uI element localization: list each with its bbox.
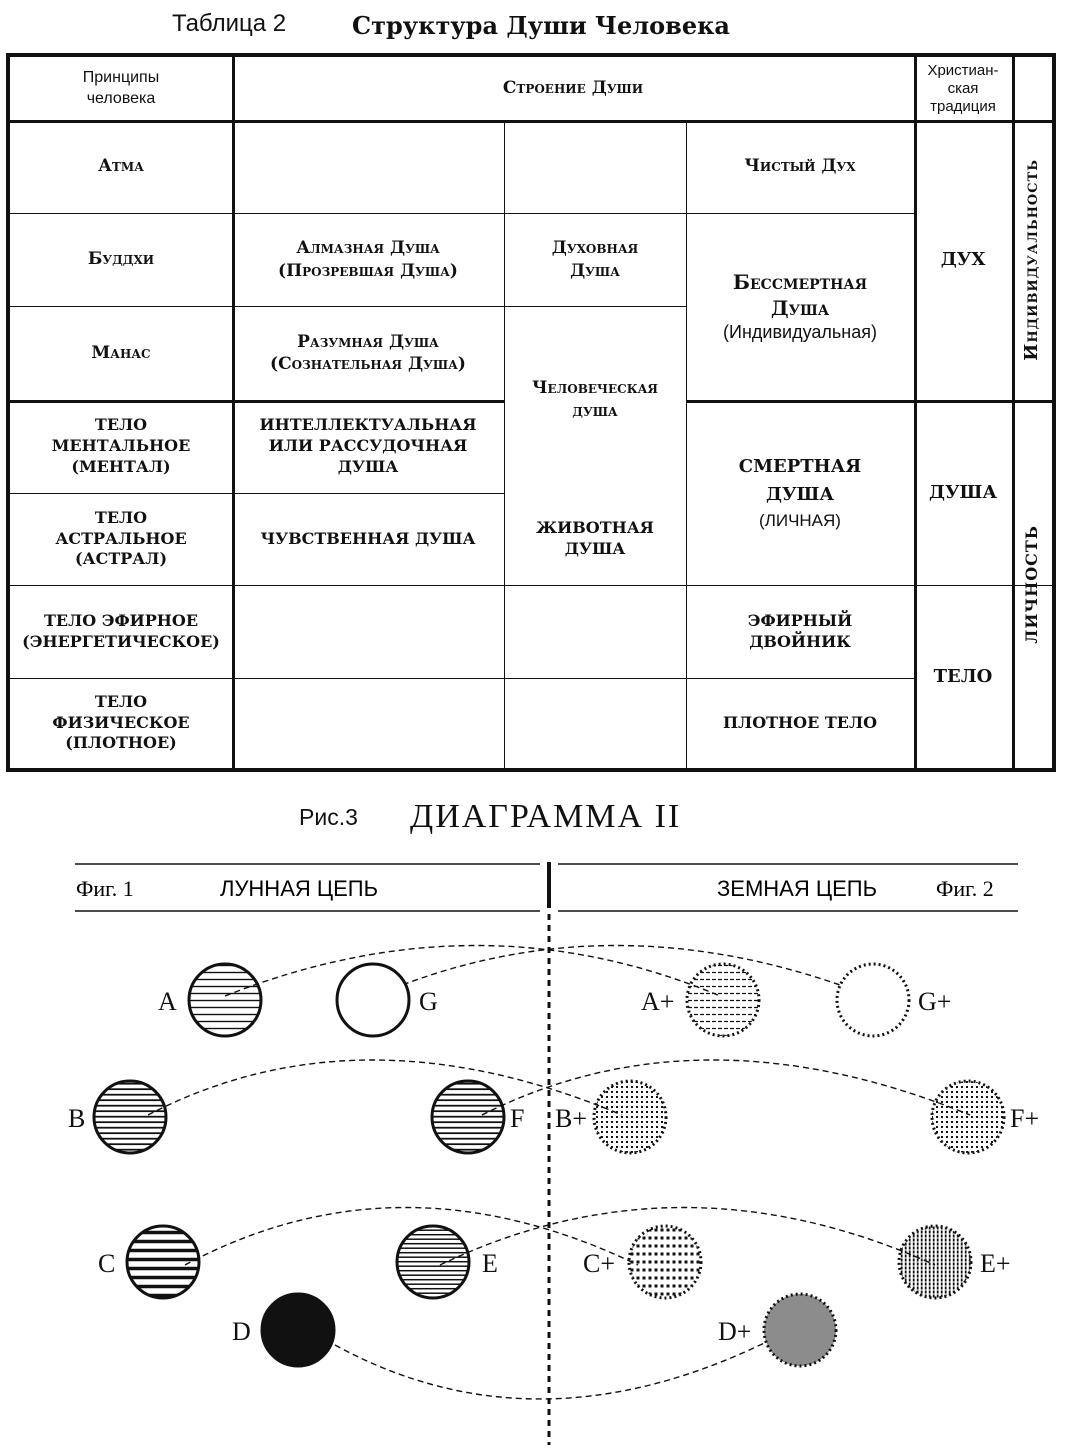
chain-diagram: Фиг. 1 ЛУННАЯ ЦЕПЬ ЗЕМНАЯ ЦЕПЬ Фиг. 2 bbox=[68, 862, 1039, 1445]
globe-label-g-plus: G+ bbox=[918, 987, 951, 1016]
row-line bbox=[10, 493, 504, 494]
header-structure: Строение Души bbox=[502, 78, 644, 99]
cell-human-soul: Человеческая душа bbox=[532, 378, 658, 421]
col-line bbox=[914, 57, 917, 768]
globe-b-plus bbox=[592, 1079, 668, 1155]
globe-label-g: G bbox=[419, 987, 438, 1016]
globe-g bbox=[335, 962, 411, 1038]
row-etheric: ТЕЛО ЭФИРНОЕ (ЭНЕРГЕТИЧЕСКОЕ) bbox=[22, 610, 220, 651]
cell-animal-soul: ЖИВОТНАЯ ДУША bbox=[536, 518, 654, 558]
globe-label-b: B bbox=[68, 1104, 85, 1133]
earth-chain-label: ЗЕМНАЯ ЦЕПЬ bbox=[717, 876, 877, 901]
individuality-text: Индивидуальность bbox=[1021, 159, 1043, 361]
header-christian: Христиан-ская традиция bbox=[914, 57, 1012, 120]
globe-label-c-plus: C+ bbox=[583, 1249, 615, 1278]
row-astral: ТЕЛО АСТРАЛЬНОЕ (АСТРАЛ) bbox=[55, 507, 187, 569]
fig1-label: Фиг. 1 bbox=[76, 876, 134, 901]
row-line bbox=[686, 400, 1052, 403]
row-mental: ТЕЛО МЕНТАЛЬНОЕ (МЕНТАЛ) bbox=[51, 415, 191, 476]
globe-g-plus bbox=[835, 962, 911, 1038]
header-christian-text: Христиан-ская традиция bbox=[927, 61, 999, 115]
row-manas: Манас bbox=[91, 342, 151, 363]
row-line bbox=[10, 585, 1052, 586]
cell-individuality: Индивидуальность bbox=[1012, 120, 1052, 400]
row-line bbox=[10, 213, 914, 214]
table-title: Таблица 2 Структура Души Человека bbox=[0, 8, 1065, 42]
mortal-soul-sub: (ЛИЧНАЯ) bbox=[759, 511, 841, 531]
lunar-chain-label: ЛУННАЯ ЦЕПЬ bbox=[220, 876, 378, 901]
header-divider bbox=[10, 120, 1052, 123]
globe-e bbox=[395, 1224, 471, 1300]
col-line bbox=[1012, 57, 1015, 768]
cell-personality: ЛИЧНОСТЬ bbox=[1012, 400, 1052, 768]
immortal-soul-text: Бессмертная Душа bbox=[732, 269, 868, 320]
col-line bbox=[504, 120, 505, 768]
cell-diamond-soul: Алмазная Душа (Прозревшая Душа) bbox=[278, 238, 458, 281]
cell-dense-body: ПЛОТНОЕ ТЕЛО bbox=[722, 712, 878, 732]
row-physical: ТЕЛО ФИЗИЧЕСКОЕ (ПЛОТНОЕ) bbox=[52, 691, 190, 753]
table-heading: Структура Души Человека bbox=[352, 11, 730, 40]
figure-label: Рис.3 bbox=[299, 804, 358, 830]
fig2-label: Фиг. 2 bbox=[936, 876, 994, 901]
globe-c-plus bbox=[627, 1224, 703, 1300]
globe-c bbox=[125, 1224, 201, 1300]
cell-rational-soul: Разумная Душа (Сознательная Душа) bbox=[270, 331, 466, 374]
cell-pure-spirit: Чистый Дух bbox=[744, 156, 856, 177]
figure-heading: ДИАГРАММА II bbox=[410, 798, 682, 835]
transfer-arcs bbox=[147, 944, 971, 1400]
row-line bbox=[10, 306, 686, 307]
table-label: Таблица 2 bbox=[172, 10, 287, 37]
cell-soul: ДУША bbox=[928, 481, 998, 503]
row-line bbox=[10, 400, 504, 403]
globe-label-d-plus: D+ bbox=[718, 1317, 751, 1346]
soul-structure-table: Принципы человека Строение Души Христиан… bbox=[6, 53, 1056, 772]
globe-a bbox=[187, 962, 263, 1038]
cell-sensual-soul: ЧУВСТВЕННАЯ ДУША bbox=[260, 528, 476, 548]
cell-immortal-soul: Бессмертная Душа (Индивидуальная) bbox=[686, 213, 914, 400]
globe-f bbox=[430, 1079, 506, 1155]
cell-intellectual-soul: ИНТЕЛЛЕКТУАЛЬНАЯ ИЛИ РАССУДОЧНАЯ ДУША bbox=[259, 415, 477, 476]
cell-etheric-double: ЭФИРНЫЙ ДВОЙНИК bbox=[747, 610, 853, 651]
globe-label-d: D bbox=[232, 1317, 251, 1346]
globe-label-b-plus: B+ bbox=[555, 1104, 587, 1133]
col-line bbox=[232, 57, 235, 768]
personality-text: ЛИЧНОСТЬ bbox=[1021, 524, 1041, 644]
globe-label-c: C bbox=[98, 1249, 115, 1278]
globe-a-plus bbox=[685, 962, 761, 1038]
globe-b bbox=[92, 1079, 168, 1155]
globe-d bbox=[260, 1292, 336, 1368]
row-atma: Атма bbox=[98, 156, 144, 177]
globe-e-plus bbox=[897, 1224, 973, 1300]
globe-label-a-plus: A+ bbox=[641, 987, 674, 1016]
globe-label-f-plus: F+ bbox=[1010, 1104, 1039, 1133]
row-buddhi: Буддхи bbox=[87, 249, 155, 270]
immortal-soul-sub: (Индивидуальная) bbox=[723, 321, 877, 342]
header-principles: Принципы человека bbox=[10, 57, 232, 120]
globe-label-a: A bbox=[158, 987, 177, 1016]
cell-spiritual-soul: Духовная Душа bbox=[551, 238, 639, 281]
figure-title: Рис.3 ДИАГРАММА II bbox=[0, 798, 1065, 842]
globe-label-e: E bbox=[482, 1249, 498, 1278]
globe-label-f: F bbox=[510, 1104, 524, 1133]
globe-f-plus bbox=[930, 1079, 1006, 1155]
globe-d-plus bbox=[762, 1292, 838, 1368]
col-line bbox=[686, 120, 687, 768]
cell-body: ТЕЛО bbox=[933, 665, 993, 687]
cell-spirit: ДУХ bbox=[940, 249, 986, 271]
globe-label-e-plus: E+ bbox=[980, 1249, 1011, 1278]
mortal-soul-text: СМЕРТНАЯ ДУША bbox=[738, 455, 862, 506]
row-line bbox=[10, 678, 914, 679]
cell-mortal-soul: СМЕРТНАЯ ДУША (ЛИЧНАЯ) bbox=[686, 400, 914, 585]
header-principles-text: Принципы человека bbox=[82, 68, 160, 107]
